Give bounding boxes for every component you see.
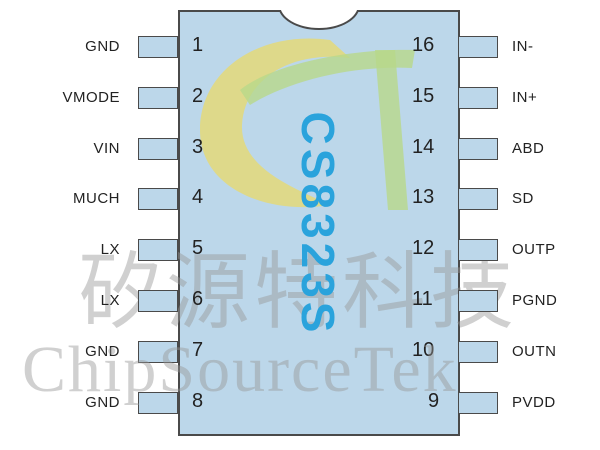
pin-10-label: OUTN [512,342,557,360]
pin-8-label: GND [85,393,120,411]
pin-16-lead [458,36,498,58]
pin-2-label: VMODE [62,88,120,106]
pin-14-label: ABD [512,139,545,157]
chipsourcetek-logo-icon [200,38,415,210]
pin-15-label: IN+ [512,88,538,106]
pin-5-lead [138,239,178,262]
pin-11-number: 11 [412,288,433,310]
pin-7-number: 7 [192,338,204,361]
notch-mask [270,0,370,10]
pin-5-label: LX [100,241,120,259]
pin-3-number: 3 [192,135,204,158]
pin-9-number: 9 [428,389,440,412]
pin-10-number: 10 [412,338,435,361]
pin-10-lead [458,340,498,363]
pin-1-number: 1 [192,34,204,56]
pin-15-number: 15 [412,84,435,107]
pin-4-label: MUCH [73,190,120,208]
pin-11-lead [458,290,498,312]
watermark-english: ChipSourceTek [22,333,458,406]
pin-2-lead [138,86,178,109]
pin-12-label: OUTP [512,241,556,259]
pin-13-lead [458,188,498,211]
pin-3-label: VIN [93,139,120,157]
pin-6-lead [138,290,178,312]
pin-11-label: PGND [512,292,558,309]
pin-1-label: GND [85,38,120,55]
part-number: CS8323S [292,111,344,337]
pin-6-number: 6 [192,288,204,310]
pin-9-lead [458,391,498,414]
pin-1-lead [138,36,178,58]
pin-13-number: 13 [412,186,435,209]
pin-16-label: IN- [512,38,534,55]
pin-4-number: 4 [192,186,204,209]
pin-7-label: GND [85,342,120,360]
pin-15-lead [458,86,498,109]
pin-12-number: 12 [412,237,435,260]
pin-8-lead [138,391,178,414]
pin-7-lead [138,340,178,363]
pin-14-lead [458,137,498,160]
pin-16-number: 16 [412,34,435,56]
pin-13-label: SD [512,190,534,208]
pin-4-lead [138,188,178,211]
pin-8-number: 8 [192,389,204,412]
pin-9-label: PVDD [512,393,556,411]
pin-6-label: LX [100,292,120,309]
pin-2-number: 2 [192,84,204,107]
pin-5-number: 5 [192,237,204,260]
pin-14-number: 14 [412,135,435,158]
pin-12-lead [458,239,498,262]
pin-3-lead [138,137,178,160]
